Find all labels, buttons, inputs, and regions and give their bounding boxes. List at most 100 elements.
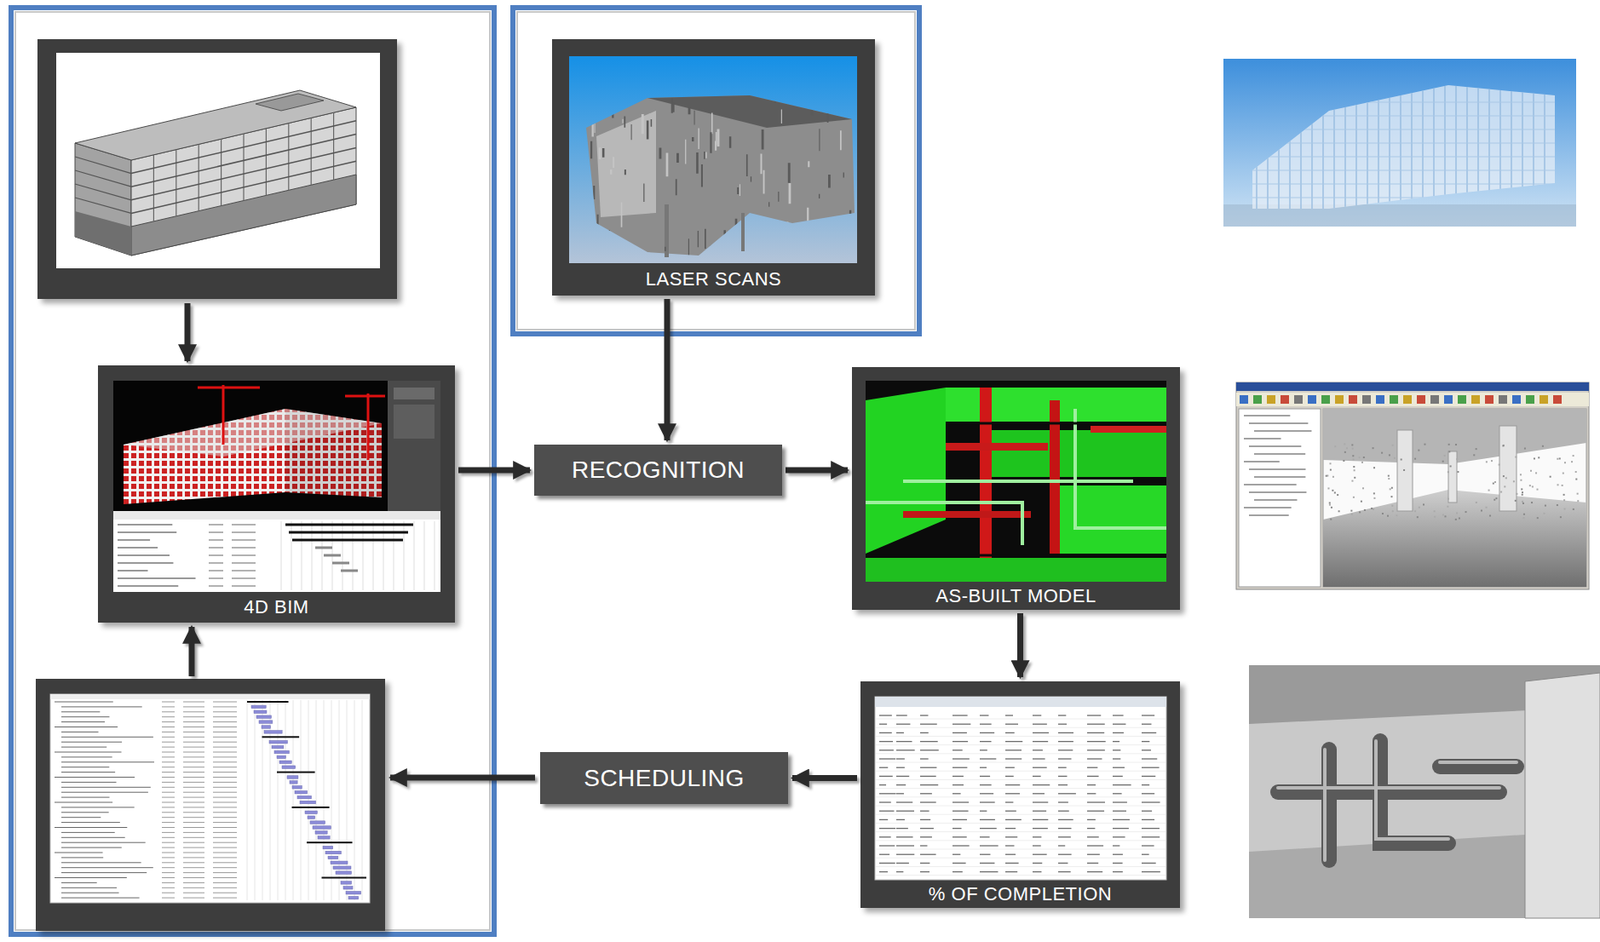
scan-software-screenshot (1564, 461, 1566, 464)
gantt-chart-screenshot (258, 720, 273, 725)
laser-scan-image (750, 176, 752, 182)
bim-4d-screenshot (208, 539, 224, 542)
scan-software-screenshot (1238, 408, 1321, 588)
node-label: % OF COMPLETION (928, 880, 1112, 909)
gantt-chart-screenshot (61, 782, 117, 783)
scan-software-screenshot (1455, 443, 1457, 446)
scan-software-screenshot (1500, 491, 1503, 494)
scan-software-screenshot (1430, 395, 1439, 404)
gantt-chart-screenshot (183, 852, 205, 854)
laser-scan-image (610, 169, 612, 175)
completion-table-image (1032, 811, 1047, 812)
scan-software-screenshot (1493, 499, 1496, 501)
laser-scan-image (759, 153, 762, 174)
scan-software-screenshot (1343, 443, 1346, 445)
gantt-chart-screenshot (161, 817, 175, 818)
completion-table-image (979, 871, 998, 873)
gantt-chart-screenshot (183, 892, 205, 894)
gantt-chart-screenshot (183, 731, 205, 733)
bim-4d-screenshot (231, 562, 256, 565)
completion-table-image (1058, 871, 1071, 873)
laser-scan-image (612, 156, 615, 168)
gantt-chart-screenshot (212, 802, 237, 804)
scan-software-screenshot (1351, 480, 1353, 483)
as-built-model-image (979, 430, 1167, 478)
scan-software-screenshot (1502, 444, 1504, 447)
image-frame (851, 367, 1180, 611)
completion-table-image (979, 828, 997, 829)
laser-scan-image (851, 224, 855, 245)
completion-table-image (1087, 793, 1096, 795)
point-cloud-pipes-image (1277, 786, 1500, 790)
laser-scan-image (840, 130, 842, 150)
point-cloud-building-photo (1252, 85, 1555, 209)
scan-software-screenshot (1253, 395, 1262, 404)
laser-scan-image (727, 238, 729, 245)
gantt-chart-screenshot (261, 725, 271, 730)
bim-4d-screenshot (434, 521, 436, 591)
laser-scan-image (691, 137, 694, 142)
completion-table-image (875, 796, 1166, 798)
as-built-model-image (945, 422, 1167, 426)
scan-software-screenshot (1307, 395, 1317, 404)
completion-table-image (1087, 732, 1105, 734)
completion-table-image (1058, 732, 1074, 734)
completion-table-image (1032, 724, 1048, 726)
gantt-chart-screenshot (276, 755, 286, 760)
scan-software-screenshot (1236, 382, 1589, 392)
laser-scan-image (598, 147, 602, 160)
scan-software-screenshot (1448, 443, 1451, 446)
image-frame (552, 39, 875, 296)
bim-model-drawing (220, 138, 222, 206)
laser-scan-image (844, 229, 847, 242)
completion-table-image (875, 762, 1166, 764)
bim-4d-screenshot (424, 521, 426, 591)
gantt-chart-screenshot (306, 841, 353, 844)
bim-4d-screenshot (117, 539, 150, 542)
laser-scan-image (666, 153, 669, 178)
gantt-chart-screenshot (161, 792, 175, 794)
bim-model-drawing (242, 133, 244, 202)
gantt-chart-screenshot (61, 731, 99, 733)
point-cloud-building-photo (1311, 80, 1313, 209)
scan-software-screenshot (1490, 460, 1493, 462)
completion-table-image (1032, 828, 1048, 829)
completion-table-image (1141, 828, 1160, 829)
flow-arrow (184, 303, 191, 362)
completion-table-image (952, 767, 967, 769)
gantt-chart-screenshot (212, 842, 237, 844)
gantt-chart-screenshot (161, 832, 175, 834)
completion-table-image (1058, 793, 1077, 795)
completion-table-image (896, 863, 910, 864)
completion-table-image (896, 854, 915, 856)
gantt-chart-screenshot (61, 756, 113, 758)
gantt-chart-screenshot (212, 797, 237, 799)
completion-table-image (1087, 776, 1100, 777)
scan-software-screenshot (1519, 479, 1522, 482)
scan-software-screenshot (1330, 506, 1333, 509)
point-cloud-building-photo (1377, 80, 1379, 209)
completion-table-image (1032, 758, 1046, 760)
bim-model-drawing (74, 90, 357, 256)
completion-table-image (920, 758, 929, 760)
gantt-chart-screenshot (247, 700, 248, 901)
gantt-chart-screenshot (247, 701, 289, 703)
completion-table-image (896, 749, 916, 751)
gantt-chart-screenshot (316, 700, 317, 901)
completion-table-image (1005, 854, 1016, 856)
scan-software-screenshot (1254, 454, 1306, 455)
completion-table-image (896, 819, 905, 821)
laser-scan-image (710, 245, 713, 264)
gantt-chart-screenshot (183, 802, 205, 804)
bim-4d-screenshot (231, 569, 256, 572)
completion-table-image (1112, 784, 1132, 786)
gantt-chart-screenshot (183, 887, 205, 889)
completion-table-image (879, 767, 888, 769)
image-frame (35, 39, 1185, 936)
gantt-chart-screenshot (54, 752, 122, 754)
completion-table-image (1005, 863, 1019, 864)
laser-scan-image (694, 110, 696, 126)
laser-scan-image (746, 154, 749, 177)
point-cloud-building-photo (1499, 80, 1501, 209)
scan-software-screenshot (1458, 517, 1461, 520)
